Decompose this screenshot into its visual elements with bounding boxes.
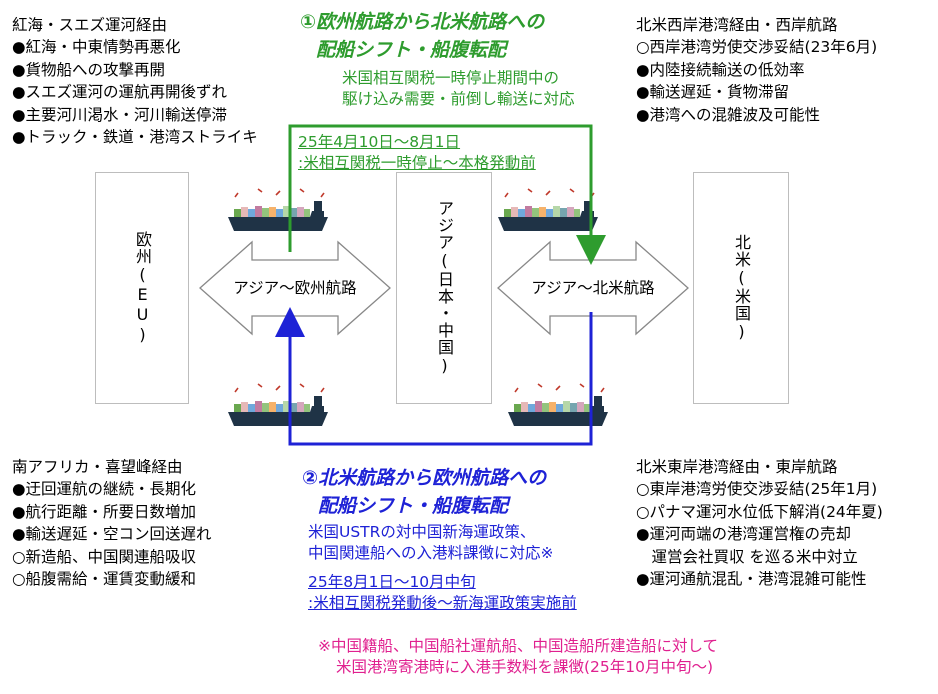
asia-europe-label: アジア～欧州航路 [233,279,357,297]
blue-shift-arrow [275,307,593,446]
green-shift-arrow [288,124,606,265]
asia-na-label: アジア～北米航路 [531,279,655,297]
blue-shift-heading-2: 配船シフト・船腹転配 [318,495,509,517]
blue-shift-heading-1: ②北米航路から欧州航路への [302,467,547,489]
green-shift-note-1: 米国相互関税一時停止期間中の [342,69,560,87]
top-left-block: 紅海・スエズ運河経由 ●紅海・中東情勢再悪化 ●貨物船への攻撃再開 ●スエズ運河… [12,14,258,149]
bottom-left-list: ●迂回運航の継続・長期化 ●航行距離・所要日数増加 ●輸送遅延・空コン回送遅れ … [12,478,212,591]
top-left-list: ●紅海・中東情勢再悪化 ●貨物船への攻撃再開 ●スエズ運河の運航再開後ずれ ●主… [12,36,258,149]
list-item: 運営会社買収 を巡る米中対立 [636,547,858,566]
green-period: 25年4月10日～8月1日 :米相互関税一時停止～本格発動前 [298,132,536,174]
asia-na-arrow [497,240,689,336]
list-item: ●迂回運航の継続・長期化 [12,480,197,498]
green-shift-note-2: 駆け込み需要・前倒し輸送に対応 [342,90,575,108]
list-item: ●トラック・鉄道・港湾ストライキ [12,128,258,146]
list-item: ●主要河川渇水・河川輸送停滞 [12,105,228,124]
top-right-block: 北米西岸港湾経由・西岸航路 ○西岸港湾労使交渉妥結(23年6月) ●内陸接続輸送… [636,14,877,126]
blue-shift-note-1: 米国USTRの対中国新海運政策、 [308,523,536,541]
list-item: ○東岸港湾労使交渉妥結(25年1月) [636,480,878,498]
container-ship-icon [227,188,329,232]
footnote-line-2: 米国港湾寄港時に入港手数料を課徴(25年10月中旬～) [336,658,714,676]
container-ship-icon [227,383,329,427]
blue-shift-note-2: 中国関連船への入港料課徴に対応※ [308,544,554,562]
list-item: ●貨物船への攻撃再開 [12,60,166,79]
bottom-right-title: 北米東岸港湾経由・東岸航路 [636,458,838,476]
list-item: ●輸送遅延・貨物滞留 [636,83,790,101]
blue-period-2: :米相互関税発動後～新海運政策実施前 [308,594,577,612]
na-label: 北米(米国) [732,234,751,342]
list-item: ●紅海・中東情勢再悪化 [12,38,181,56]
container-ship-icon [497,188,599,232]
container-ship-icon [507,383,609,427]
list-item: ●内陸接続輸送の低効率 [636,60,805,79]
list-item: ●輸送遅延・空コン回送遅れ [12,525,212,543]
bottom-right-list: ○東岸港湾労使交渉妥結(25年1月) ○パナマ運河水位低下解消(24年夏) ●運… [636,478,883,591]
bottom-right-block: 北米東岸港湾経由・東岸航路 ○東岸港湾労使交渉妥結(25年1月) ○パナマ運河水… [636,456,883,591]
green-shift-heading-1: ①欧州航路から北米航路への [300,11,545,33]
top-left-title: 紅海・スエズ運河経由 [12,16,168,34]
asia-box: アジア(日本・中国) [396,172,492,404]
list-item: ○西岸港湾労使交渉妥結(23年6月) [636,38,878,56]
europe-box: 欧州(EU) [95,172,189,404]
green-period-1: 25年4月10日～8月1日 [298,133,461,151]
top-right-list: ○西岸港湾労使交渉妥結(23年6月) ●内陸接続輸送の低効率 ●輸送遅延・貨物滞… [636,36,877,126]
green-shift-block: ①欧州航路から北米航路への 配船シフト・船腹転配 米国相互関税一時停止期間中の … [300,8,575,110]
footnote-line-1: ※中国籍船、中国船社運航船、中国造船所建造船に対して [318,637,719,655]
list-item: ●スエズ運河の運航再開後ずれ [12,83,228,101]
green-shift-heading-2: 配船シフト・船腹転配 [316,39,507,61]
list-item: ●航行距離・所要日数増加 [12,502,197,521]
list-item: ○新造船、中国関連船吸収 [12,547,197,566]
bottom-left-block: 南アフリカ・喜望峰経由 ●迂回運航の継続・長期化 ●航行距離・所要日数増加 ●輸… [12,456,212,591]
top-right-title: 北米西岸港湾経由・西岸航路 [636,16,838,34]
blue-shift-block: ②北米航路から欧州航路への 配船シフト・船腹転配 米国USTRの対中国新海運政策… [302,464,577,614]
footnote: ※中国籍船、中国船社運航船、中国造船所建造船に対して 米国港湾寄港時に入港手数料… [318,636,718,678]
asia-europe-arrow [199,240,391,336]
europe-label: 欧州(EU) [133,231,152,345]
bottom-left-title: 南アフリカ・喜望峰経由 [12,458,183,476]
list-item: ○船腹需給・運賃変動緩和 [12,570,197,588]
asia-label: アジア(日本・中国) [435,200,454,376]
list-item: ○パナマ運河水位低下解消(24年夏) [636,502,883,521]
blue-period-1: 25年8月1日～10月中旬 [308,573,476,591]
list-item: ●運河両端の港湾運営権の売却 [636,525,852,543]
green-period-2: :米相互関税一時停止～本格発動前 [298,154,536,172]
list-item: ●港湾への混雑波及可能性 [636,105,821,124]
list-item: ●運河通航混乱・港湾混雑可能性 [636,570,867,588]
na-box: 北米(米国) [693,172,789,404]
